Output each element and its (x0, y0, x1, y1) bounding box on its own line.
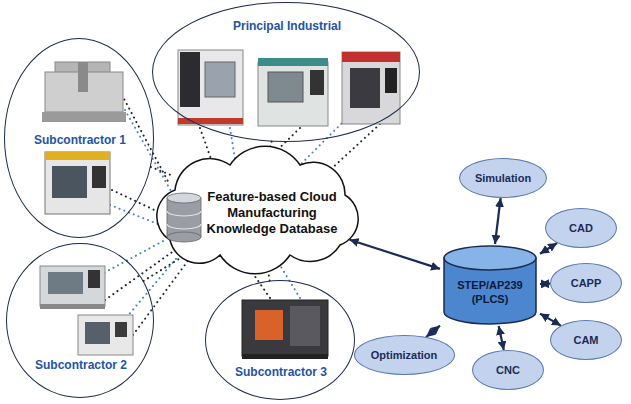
module-ellipse: CAD (545, 208, 617, 248)
cloud-database: Feature-based Cloud Manufacturing Knowle… (140, 145, 375, 275)
group-label: Principal Industrial (153, 19, 421, 34)
double-arrow (426, 326, 440, 337)
machine-tool (45, 152, 110, 214)
cylinder-label: STEP/AP239 (PLCS) (446, 278, 534, 306)
module-ellipse: Simulation (459, 158, 547, 198)
module-ellipse: Optimization (354, 335, 455, 375)
group-label: Subcontractor 3 (206, 365, 356, 380)
dotted-link (151, 167, 172, 176)
dotted-links (100, 95, 380, 335)
machine-tool (78, 315, 133, 355)
group-ellipse: Principal Industrial (152, 2, 420, 142)
machine-tool (40, 266, 105, 309)
double-arrow (495, 198, 501, 244)
cloud-label: Feature-based Cloud Manufacturing Knowle… (196, 189, 348, 237)
machine-tool (42, 62, 126, 122)
module-ellipse: CAPP (550, 263, 622, 303)
module-label: CAD (569, 222, 593, 235)
module-label: Simulation (475, 172, 531, 185)
group-ellipse: Subcontractor 1 (4, 38, 154, 238)
database-cylinder: STEP/AP239 (PLCS) (440, 244, 540, 326)
group-ellipse: Subcontractor 3 (205, 280, 355, 400)
machine-tool (178, 50, 243, 125)
double-arrow (499, 326, 504, 350)
double-arrow (540, 243, 557, 254)
machine-tool (242, 300, 328, 359)
group-label: Subcontractor 2 (7, 358, 155, 373)
double-arrow (540, 314, 561, 326)
double-arrow (540, 283, 550, 285)
module-label: CAM (573, 334, 598, 347)
double-arrow (350, 240, 440, 269)
module-ellipse: CAM (550, 320, 622, 360)
module-label: Optimization (371, 349, 438, 362)
group-ellipse: Subcontractor 2 (6, 243, 154, 398)
group-label: Subcontractor 1 (15, 133, 145, 148)
machine-tool (258, 58, 328, 126)
machine-tool (342, 52, 400, 124)
module-ellipse: CNC (472, 350, 544, 390)
module-label: CAPP (571, 277, 602, 290)
module-label: CNC (496, 364, 520, 377)
